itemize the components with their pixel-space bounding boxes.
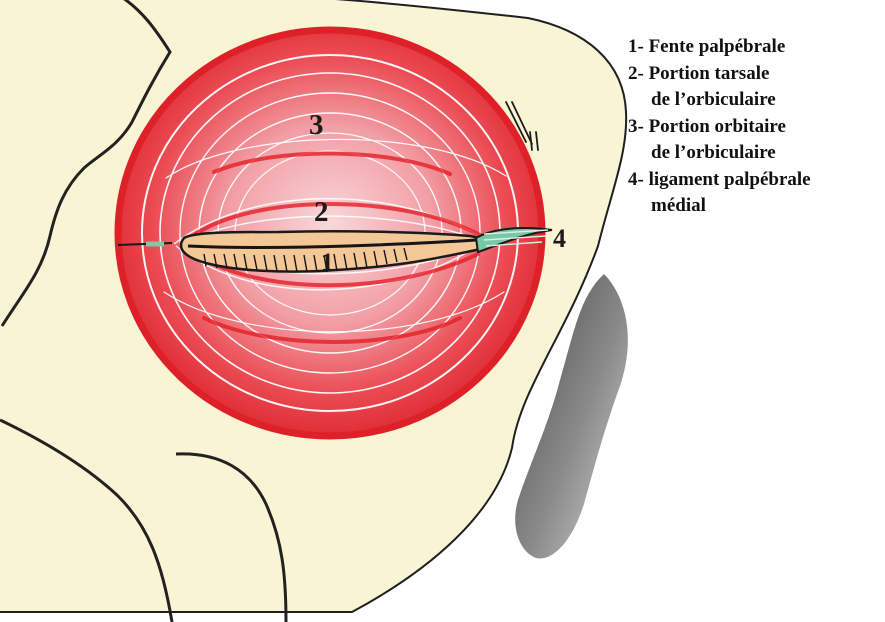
diagram-number-3: 3 xyxy=(309,109,324,141)
legend-item-label: 4- ligament palpébrale xyxy=(628,169,811,190)
diagram-legend: 1- Fente palpébrale 2- Portion tarsale d… xyxy=(628,34,883,220)
legend-item-ligament-palpebrale-medial: 4- ligament palpébrale médial xyxy=(628,167,883,219)
diagram-number-2: 2 xyxy=(314,196,329,228)
legend-item-portion-orbitaire: 3- Portion orbitaire de l’orbiculaire xyxy=(628,114,883,166)
legend-item-portion-tarsale: 2- Portion tarsale de l’orbiculaire xyxy=(628,61,883,113)
diagram-number-4: 4 xyxy=(553,224,566,253)
legend-item-sublabel: de l’orbiculaire xyxy=(628,140,883,166)
diagram-number-1: 1 xyxy=(321,249,334,276)
legend-item-label: 2- Portion tarsale xyxy=(628,63,769,84)
legend-item-sublabel: médial xyxy=(628,193,883,219)
legend-item-sublabel: de l’orbiculaire xyxy=(628,87,883,113)
legend-item-label: 1- Fente palpébrale xyxy=(628,36,785,57)
legend-item-label: 3- Portion orbitaire xyxy=(628,116,786,137)
legend-item-fente-palpebrale: 1- Fente palpébrale xyxy=(628,34,883,60)
